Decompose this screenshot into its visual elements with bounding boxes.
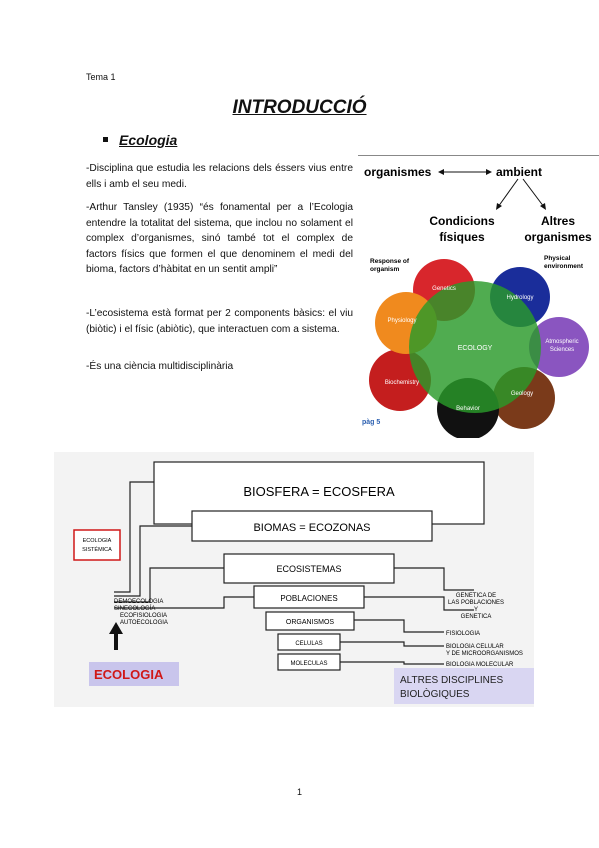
label-organismes: organismes (364, 165, 432, 179)
label-ambient: ambient (496, 165, 542, 179)
label-genetics: Genetics (432, 286, 456, 292)
label-organism: organism (370, 266, 399, 273)
label-altres: Altres (541, 214, 575, 228)
label-ecology-center: ECOLOGY (458, 345, 493, 352)
label-atmospheric: Atmospheric (545, 339, 578, 345)
label-ecologia-sistemica-1: ECOLOGIA (83, 538, 112, 544)
label-genetica-de: GENETICA DE (456, 593, 496, 599)
bullet-icon (103, 136, 108, 142)
label-page-ref: pàg 5 (362, 419, 380, 426)
label-moleculas: MOLECULAS (290, 661, 327, 667)
paragraph-tansley: -Arthur Tansley (1935) “és fonamental pe… (86, 202, 353, 275)
paragraph-ecosistema: -L’ecosistema està format per 2 componen… (86, 308, 353, 335)
label-biologia-celular: BIOLOGIA CELULAR (446, 644, 504, 650)
header-tema: Tema 1 (86, 72, 116, 82)
label-poblaciones: POBLACIONES (280, 594, 337, 603)
label-ecofisiologia: ECOFISIOLOGIA (120, 613, 167, 619)
label-fisiques: físiques (439, 230, 485, 244)
label-fisiologia: FISIOLOGIA (446, 631, 480, 637)
label-sinecologia: SINECOLOGÍA (114, 605, 155, 612)
box-organismos (265, 611, 355, 631)
paragraph-definition: -Disciplina que estudia les relacions de… (86, 163, 353, 190)
label-y: Y (474, 607, 478, 613)
label-altres-disciplines-2: BIOLÒGIQUES (400, 687, 470, 700)
label-organismos: ORGANISMOS (286, 619, 335, 626)
label-hydrology: Hydrology (506, 295, 533, 301)
label-biosfera: BIOSFERA = ECOSFERA (243, 484, 395, 499)
box-ecologia-sistemica (73, 529, 121, 561)
label-physical: Physical (544, 255, 571, 262)
label-altres-disciplines-1: ALTRES DISCIPLINES (400, 675, 504, 686)
label-behavior: Behavior (456, 406, 480, 412)
label-response: Response of (370, 258, 410, 265)
box-ecosistemas (223, 553, 395, 584)
paragraph-multidisciplinaria: -És una ciència multidisciplinària (86, 361, 234, 372)
label-las-poblaciones: LAS POBLACIONES (448, 600, 504, 606)
figure-ecology-circles: Response of organism Physical environmen… (362, 252, 599, 440)
figure-hierarchy: BIOSFERA = ECOSFERA BIOMAS = ECOZONAS EC… (54, 452, 534, 707)
page-number: 1 (296, 787, 302, 797)
box-altres-disciplines (394, 668, 534, 704)
label-microorganismos: Y DE MICROORGANISMOS (446, 651, 523, 657)
circle-ecology (409, 281, 541, 413)
section-heading: Ecologia (103, 132, 177, 148)
label-biologia-molecular: BIOLOGIA MOLECULAR (446, 662, 514, 668)
label-autoecologia: AUTOECOLOGIA (120, 620, 168, 626)
label-ecologia: ECOLOGIA (94, 667, 164, 682)
label-biomas: BIOMAS = ECOZONAS (253, 522, 370, 534)
page-title: INTRODUCCIÓ (232, 97, 367, 118)
label-ecosistemas: ECOSISTEMAS (276, 564, 341, 574)
figure-organismes-ambient: organismes ambient Condicions físiques A… (358, 155, 599, 245)
label-ecologia-sistemica-2: SISTÉMICA (82, 546, 112, 553)
label-condicions: Condicions (429, 214, 495, 228)
label-environment: environment (544, 263, 584, 270)
label-genetica: GENETICA (461, 614, 492, 620)
label-biochemistry: Biochemistry (385, 380, 419, 386)
label-organismes-2: organismes (524, 230, 592, 244)
label-demoecologia: DEMOECOLOGIA (114, 599, 163, 605)
label-sciences: Sciences (550, 347, 574, 353)
label-celulas: CELULAS (295, 641, 322, 647)
label-physiology: Physiology (387, 318, 416, 324)
circle-atmospheric (529, 317, 589, 377)
label-geology: Geology (511, 391, 533, 397)
box-ecologia (89, 662, 179, 686)
section-heading-text: Ecologia (119, 132, 178, 148)
